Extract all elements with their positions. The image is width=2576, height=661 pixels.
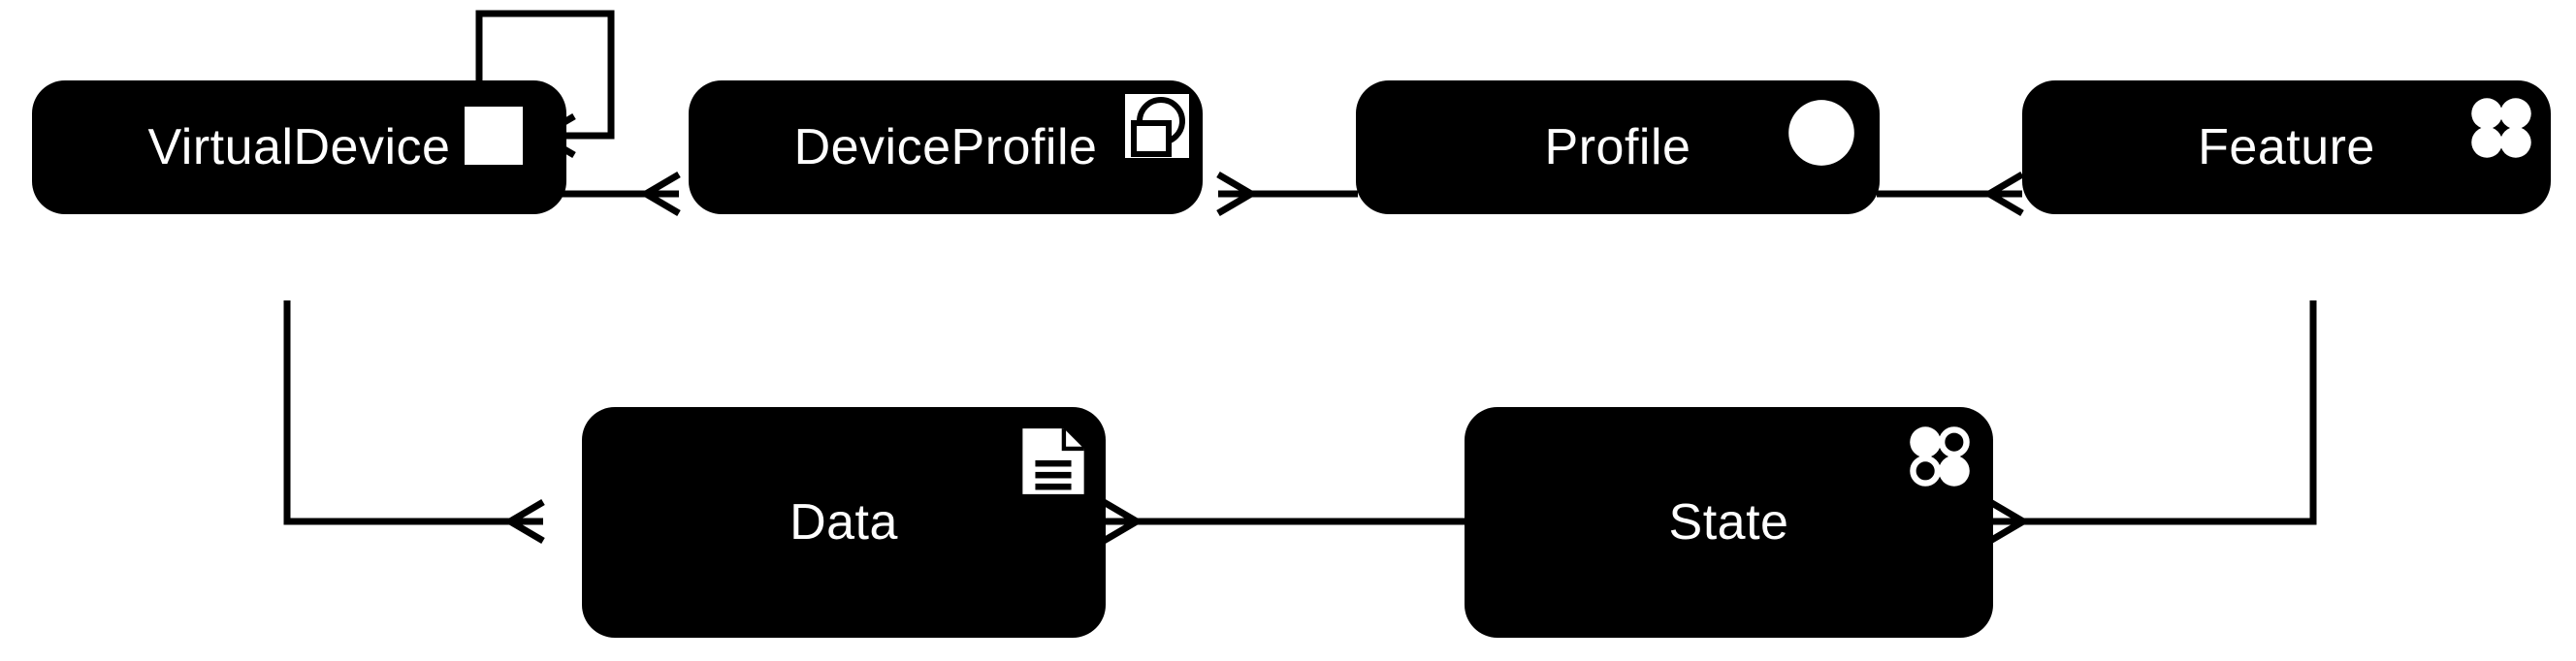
- node-data-label: Data: [789, 494, 898, 551]
- node-feature-label: Feature: [2198, 119, 2375, 175]
- node-profile[interactable]: Profile: [1356, 80, 1880, 214]
- edge-virtualdevice-data[interactable]: [283, 300, 543, 541]
- node-deviceprofile-label: DeviceProfile: [793, 119, 1098, 175]
- four-filled-circles-icon: [2471, 98, 2531, 158]
- node-virtualdevice-label: VirtualDevice: [147, 119, 451, 175]
- document-icon: [1022, 428, 1084, 494]
- edge-state-feature[interactable]: [1990, 300, 2317, 541]
- edge-data-state[interactable]: [1104, 502, 1465, 541]
- circle-square-overlap-icon: [1125, 94, 1189, 158]
- filled-circle-icon: [1788, 100, 1854, 166]
- edge-virtualdevice-deviceprofile[interactable]: [559, 174, 679, 213]
- square-icon: [458, 100, 530, 172]
- node-state[interactable]: State: [1465, 407, 1993, 638]
- node-profile-label: Profile: [1544, 119, 1691, 175]
- node-feature[interactable]: Feature: [2022, 80, 2551, 214]
- four-mixed-circles-icon: [1910, 426, 1970, 487]
- edge-profile-feature[interactable]: [1877, 174, 2022, 213]
- node-deviceprofile[interactable]: DeviceProfile: [689, 80, 1203, 214]
- node-state-label: State: [1668, 494, 1789, 551]
- edge-deviceprofile-profile[interactable]: [1218, 174, 1358, 213]
- node-data[interactable]: Data: [582, 407, 1106, 638]
